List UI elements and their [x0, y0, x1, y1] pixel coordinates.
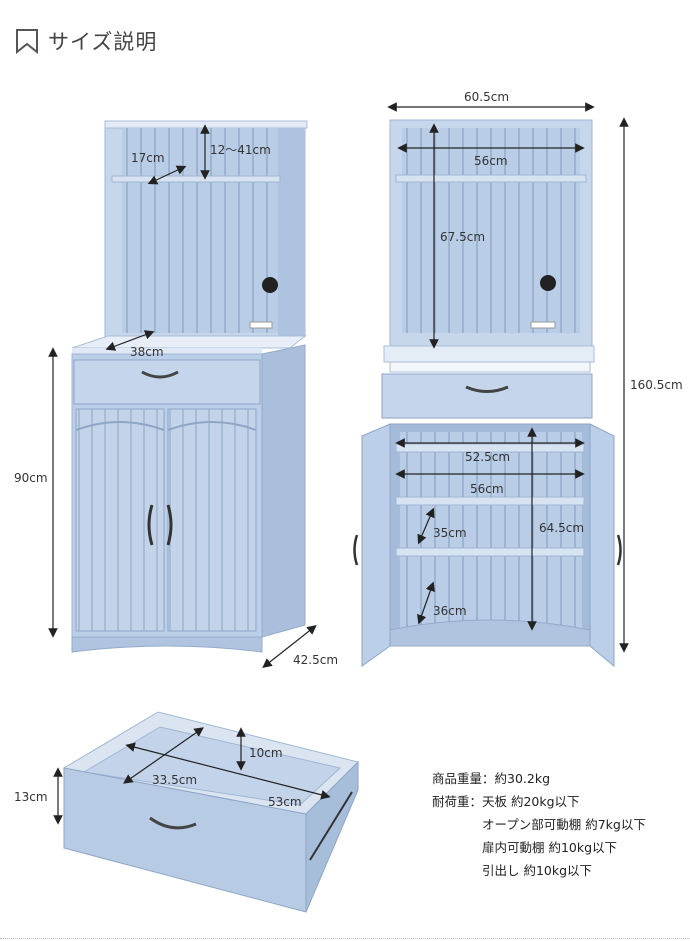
label-depth: 42.5cm — [293, 653, 338, 667]
spec-list: 商品重量：約30.2kg 耐荷重：天板 約20kg以下 オープン部可動棚 約7k… — [432, 767, 646, 882]
label-drawer-width: 53cm — [268, 795, 302, 809]
label-shelf-gap-2: 36cm — [433, 604, 467, 618]
left-dimensions — [48, 124, 317, 668]
bottom-divider — [0, 938, 690, 939]
page-title: サイズ説明 — [48, 30, 158, 54]
label-inner-width-bottom: 56cm — [470, 482, 504, 496]
drawer-dimensions — [53, 727, 331, 825]
label-drawer-inner-height: 10cm — [249, 746, 283, 760]
label-width: 60.5cm — [464, 90, 509, 104]
left-cabinet — [71, 120, 308, 653]
spec-load-top: 耐荷重：天板 約20kg以下 — [432, 794, 580, 809]
label-counter-depth: 38cm — [130, 345, 164, 359]
label-lower-height: 64.5cm — [539, 521, 584, 535]
right-cabinet — [353, 119, 622, 668]
label-shelf-gap: 12〜41cm — [210, 143, 271, 157]
bookmark-icon — [16, 29, 38, 54]
label-total-height: 160.5cm — [630, 378, 683, 392]
label-shelf-gap-1: 35cm — [433, 526, 467, 540]
spec-load-door-shelf: 扉内可動棚 約10kg以下 — [482, 840, 618, 855]
label-drawer-depth: 33.5cm — [152, 773, 197, 787]
page-header: サイズ説明 — [14, 26, 157, 56]
drawer-illustration — [62, 711, 359, 913]
label-height: 90cm — [14, 471, 48, 485]
label-shelf-width: 17cm — [131, 151, 165, 165]
spec-load-drawer: 引出し 約10kg以下 — [482, 863, 593, 878]
label-shelf-width-inner: 52.5cm — [465, 450, 510, 464]
label-drawer-outer-height: 13cm — [14, 790, 48, 804]
label-inner-width-top: 56cm — [474, 154, 508, 168]
spec-weight: 商品重量：約30.2kg — [432, 771, 551, 786]
label-upper-height: 67.5cm — [440, 230, 485, 244]
right-dimensions — [387, 102, 629, 653]
spec-load-open-shelf: オープン部可動棚 約7kg以下 — [482, 817, 646, 832]
